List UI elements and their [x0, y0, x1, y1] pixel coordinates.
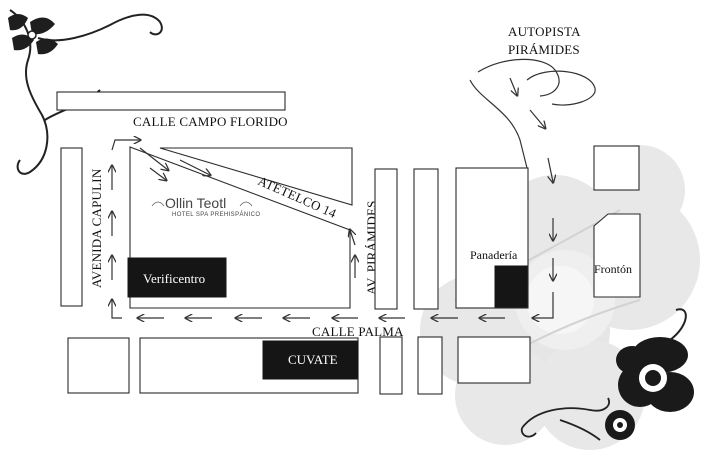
logo-name: Ollin Teotl: [165, 195, 226, 211]
swirl-ornament-bottom: [520, 397, 610, 441]
logo-subtitle: HOTEL SPA PREHISPÁNICO: [172, 211, 261, 218]
block-south-1: [67, 337, 130, 394]
block-middle-2: [413, 168, 439, 310]
route-arrow: [509, 77, 517, 95]
hotel-logo: Ollin Teotl HOTEL SPA PREHISPÁNICO: [151, 195, 261, 218]
route-arrow: [111, 140, 140, 151]
flower-ornament-large: [616, 308, 694, 412]
route-arrow: [139, 147, 168, 170]
street-label-calle-palma: CALLE PALMA: [312, 324, 404, 339]
street-label-campo-florido: CALLE CAMPO FLORIDO: [133, 114, 288, 129]
landmark-cuvate: [262, 340, 359, 380]
block-south-3: [379, 336, 403, 395]
route-arrow: [533, 292, 554, 318]
street-label-autopista-line1: AUTOPISTA: [508, 24, 581, 39]
highway-ramp-outer: [469, 79, 528, 169]
route-arrow: [112, 300, 122, 319]
street-label-autopista-line2: PIRÁMIDES: [508, 42, 580, 57]
block-north-triangle: [159, 147, 353, 206]
highway-ramp: [477, 58, 560, 97]
flower-ornament-small: [605, 410, 635, 440]
block-panaderia: [455, 167, 529, 309]
landmark-label-cuvate: CUVATE: [288, 352, 338, 367]
highway-ramp-inner: [526, 70, 596, 106]
route-arrow: [179, 159, 210, 175]
route-arrows: [111, 77, 554, 319]
landmark-label-panaderia: Panadería: [470, 248, 518, 262]
street-label-avenida-capulin: AVENIDA CAPULIN: [89, 168, 104, 288]
block-south-4: [417, 336, 443, 395]
landmark-label-fronton: Frontón: [594, 262, 632, 276]
block-fronton: [593, 213, 641, 298]
block-east-top: [593, 145, 640, 191]
swirl-ornament-top-left: [8, 9, 163, 175]
block-west: [60, 147, 83, 307]
landmark-panaderia: [494, 265, 528, 308]
block-middle-1: [374, 168, 398, 310]
landmark-label-verificentro: Verificentro: [143, 271, 205, 286]
route-arrow: [547, 157, 553, 182]
block-north: [56, 91, 286, 111]
route-arrow: [350, 230, 355, 246]
route-arrow: [149, 167, 166, 180]
landmark-verificentro: [127, 257, 227, 298]
block-south-5: [457, 336, 531, 384]
route-arrow: [529, 109, 545, 128]
